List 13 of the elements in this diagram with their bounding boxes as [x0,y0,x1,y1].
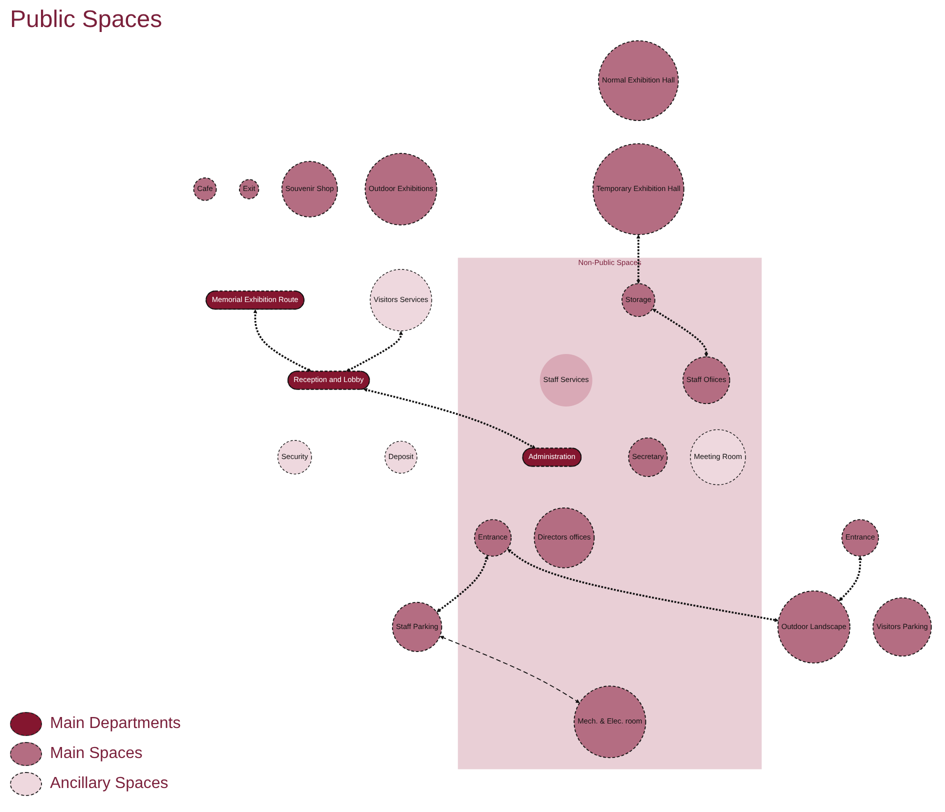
legend-label: Main Departments [50,715,181,733]
legend-label: Ancillary Spaces [50,775,168,793]
arrow [440,636,580,704]
legend-label: Main Spaces [50,745,142,763]
arrow [253,309,312,372]
section-heading: Public Spaces [10,6,162,34]
arrow [652,308,708,358]
arrow [363,388,536,449]
arrow [346,330,403,372]
arrow [436,555,488,612]
arrow [838,556,862,602]
arrow [507,548,779,622]
arrow [636,234,640,284]
